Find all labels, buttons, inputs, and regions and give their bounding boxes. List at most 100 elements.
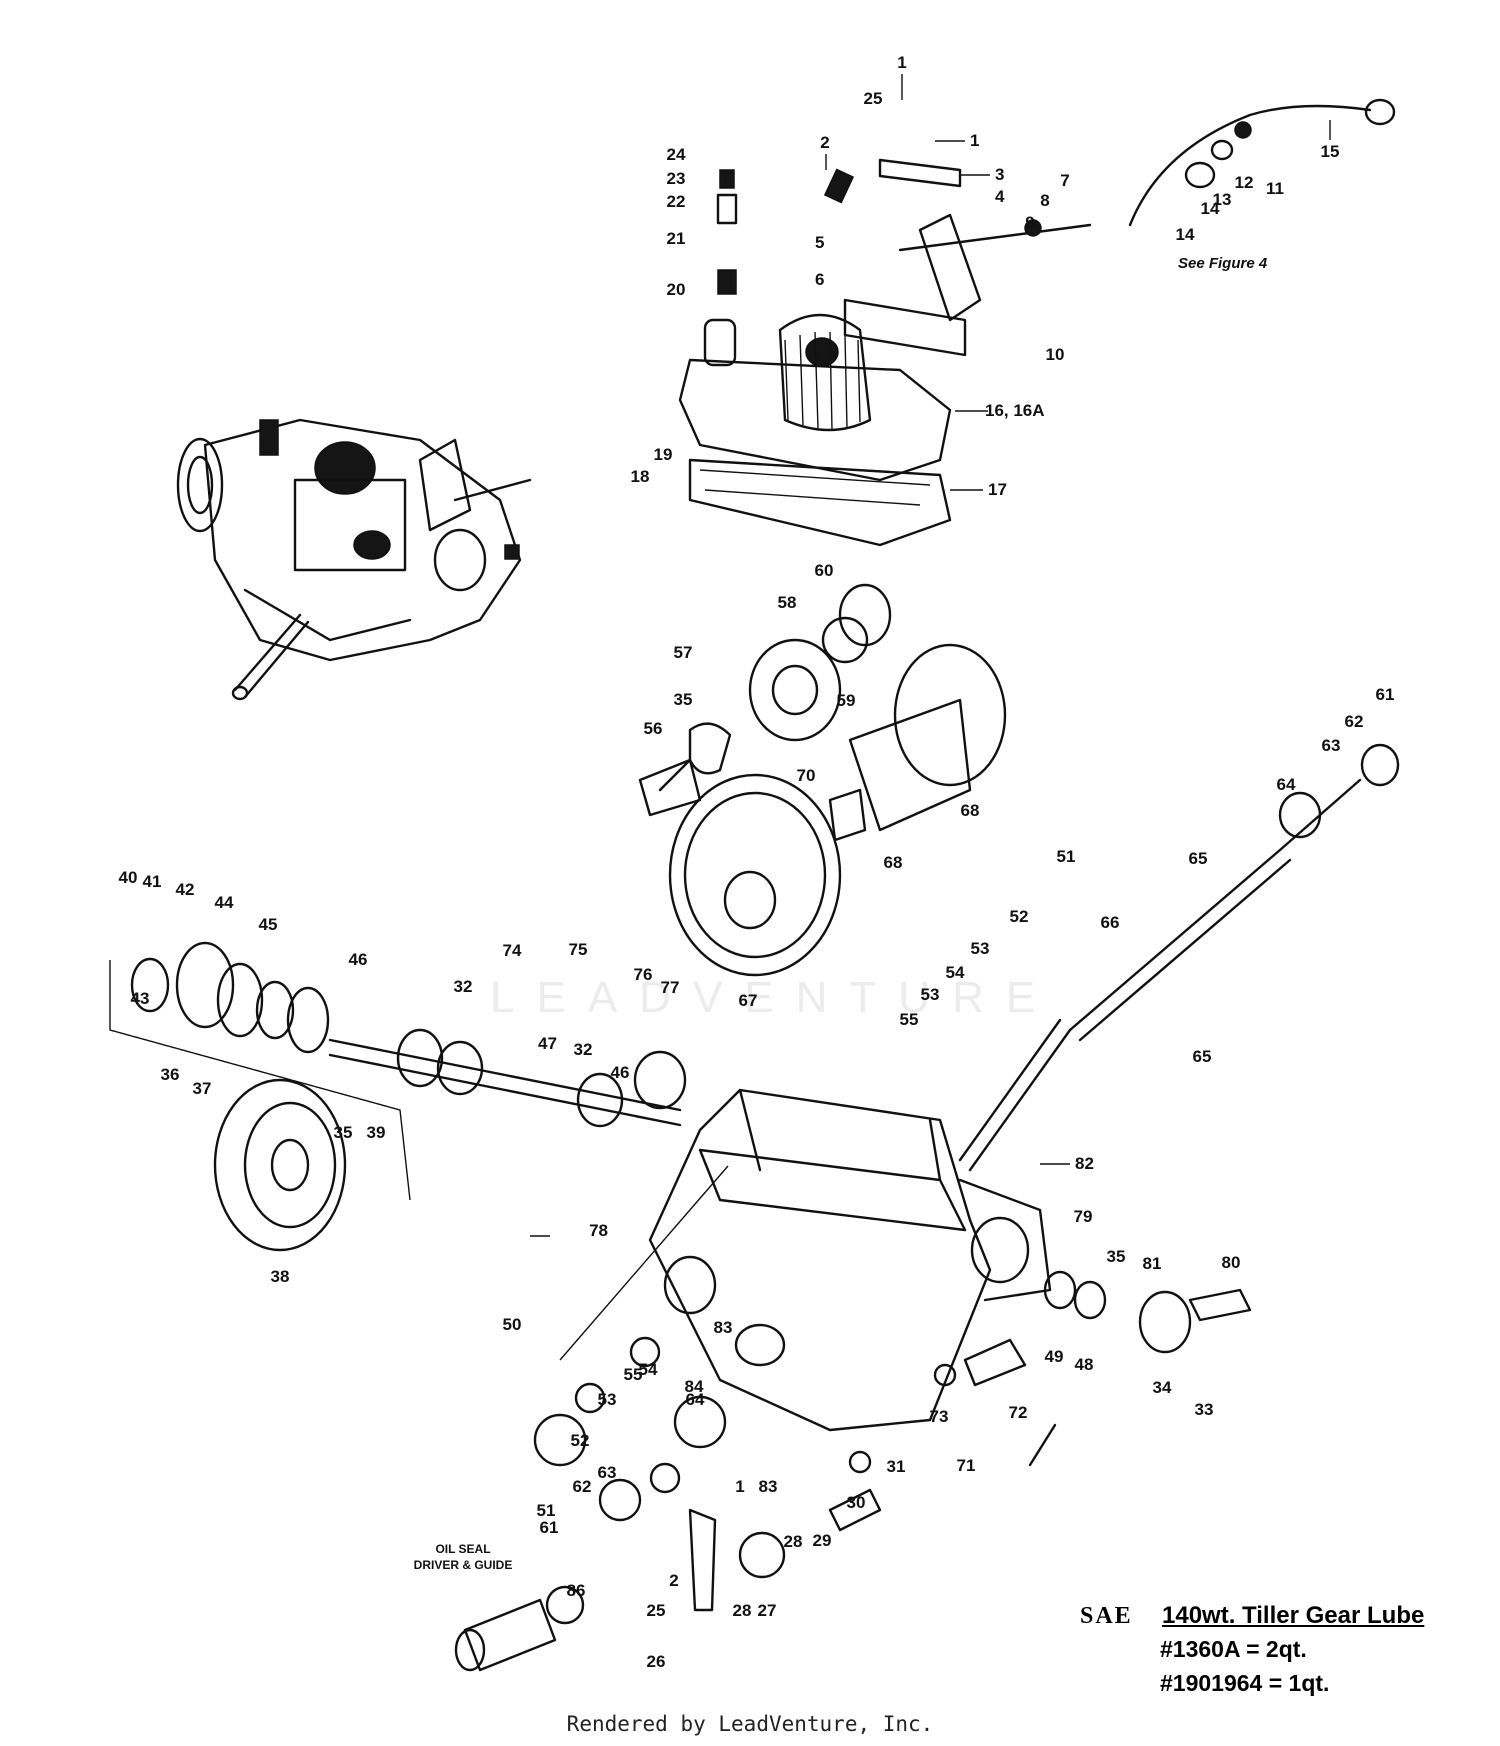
callout-label: 53 [598, 1390, 617, 1409]
callout-label: 14 [1201, 199, 1220, 218]
callout-label: 35 [334, 1123, 353, 1142]
see-figure-note: See Figure 4 [1178, 255, 1268, 272]
callout-label: 76 [634, 965, 653, 984]
callout-label: 72 [1009, 1403, 1028, 1422]
callout-label: 47 [538, 1034, 557, 1053]
callout-label: 50 [503, 1315, 522, 1334]
callout-label: 86 [567, 1581, 586, 1600]
footer-credit: Rendered by LeadVenture, Inc. [566, 1712, 934, 1736]
callout-label: 43 [131, 989, 150, 1008]
callout-label: 59 [837, 691, 856, 710]
callout-label: 11 [1266, 179, 1284, 198]
callout-label: 79 [1074, 1207, 1093, 1226]
callout-label: 54 [946, 963, 965, 982]
callouts: 1 1 1 2 2 3 4 5 6 7 8 9 10 11 12 13 14 1… [119, 53, 1395, 1671]
callout-label: 53 [971, 939, 990, 958]
callout-label: 5 [815, 233, 824, 252]
watermark: LEADVENTURE [490, 973, 1057, 1022]
lube-title: 140wt. Tiller Gear Lube [1162, 1602, 1425, 1629]
callout-label: 12 [1235, 173, 1254, 192]
callout-label: 29 [813, 1531, 832, 1550]
callout-label: 1 [970, 131, 979, 150]
transmission-case [648, 743, 1400, 1432]
callout-label: 46 [611, 1063, 630, 1082]
callout-label: 1 [897, 53, 906, 72]
callout-label: 3 [995, 165, 1004, 184]
callout-label: 36 [161, 1065, 180, 1084]
callout-label: 49 [1045, 1347, 1064, 1366]
callout-label: 22 [667, 192, 686, 211]
callout-label: 81 [1143, 1254, 1162, 1273]
callout-label: 26 [647, 1652, 666, 1671]
callout-label: 68 [884, 853, 903, 872]
callout-label: 30 [847, 1493, 866, 1512]
callout-label: 48 [1075, 1355, 1094, 1374]
callout-label: 37 [193, 1079, 212, 1098]
callout-label: 28 [733, 1601, 752, 1620]
oil-seal-label-2: DRIVER & GUIDE [414, 1558, 513, 1572]
callout-label: 45 [259, 915, 278, 934]
callout-label: 2 [669, 1571, 678, 1590]
callout-label: 31 [887, 1457, 906, 1476]
callout-label: 35 [1107, 1247, 1126, 1266]
callout-label: 20 [667, 280, 686, 299]
callout-label: 56 [644, 719, 663, 738]
callout-label: 73 [930, 1407, 949, 1426]
callout-label: 44 [215, 893, 234, 912]
callout-label: 52 [571, 1431, 590, 1450]
callout-label: 23 [667, 169, 686, 188]
callout-label: 65 [1193, 1047, 1212, 1066]
top-cover-assembly [678, 98, 1396, 547]
callout-label: 39 [367, 1123, 386, 1142]
worm-shaft-assembly [109, 941, 687, 1252]
callout-label: 78 [589, 1221, 608, 1240]
callout-label: 34 [1153, 1378, 1172, 1397]
callout-label: 21 [667, 229, 686, 248]
callout-label: 42 [176, 880, 195, 899]
callout-label: 40 [119, 868, 138, 887]
callout-label: 35 [674, 690, 693, 709]
callout-label: 62 [1345, 712, 1364, 731]
callout-label: 15 [1321, 142, 1340, 161]
callout-label: 53 [921, 985, 940, 1004]
callout-label: 1 [735, 1477, 744, 1496]
leader-lines [530, 74, 1331, 1361]
callout-label: 64 [1277, 775, 1296, 794]
callout-label: 77 [661, 978, 680, 997]
callout-label: 75 [569, 940, 588, 959]
lower-loose-parts [454, 1270, 1252, 1672]
callout-label: 13 [1213, 190, 1232, 209]
callout-label: 71 [957, 1456, 976, 1475]
callout-label: 58 [778, 593, 797, 612]
callout-label: 32 [454, 977, 473, 996]
callout-label: 25 [864, 89, 883, 108]
assembled-gearbox-illustration [176, 418, 532, 701]
callout-label: 6 [815, 270, 824, 289]
callout-label: 74 [503, 941, 522, 960]
callout-label: 70 [797, 766, 816, 785]
callout-label: 46 [349, 950, 368, 969]
callout-label: 68 [961, 801, 980, 820]
callout-label: 52 [1010, 907, 1029, 926]
callout-label: 60 [815, 561, 834, 580]
callout-label: 28 [784, 1532, 803, 1551]
callout-label: 55 [624, 1365, 643, 1384]
callout-label: 10 [1046, 345, 1065, 364]
callout-label: 61 [540, 1518, 559, 1537]
callout-label: 9 [1025, 213, 1034, 232]
callout-label: 8 [1040, 191, 1049, 210]
callout-label: 33 [1195, 1400, 1214, 1419]
callout-label: 63 [598, 1463, 617, 1482]
callout-label: 61 [1376, 685, 1395, 704]
callout-label: 2 [820, 133, 829, 152]
callout-label: 19 [654, 445, 673, 464]
callout-label: 82 [1075, 1154, 1094, 1173]
callout-label: 57 [674, 643, 693, 662]
callout-label: 27 [758, 1601, 777, 1620]
callout-label: 25 [647, 1601, 666, 1620]
callout-label: 7 [1060, 171, 1069, 190]
lube-line-1: #1360A = 2qt. [1160, 1636, 1307, 1662]
callout-label: 54 [639, 1360, 658, 1379]
callout-label: 24 [667, 145, 686, 164]
